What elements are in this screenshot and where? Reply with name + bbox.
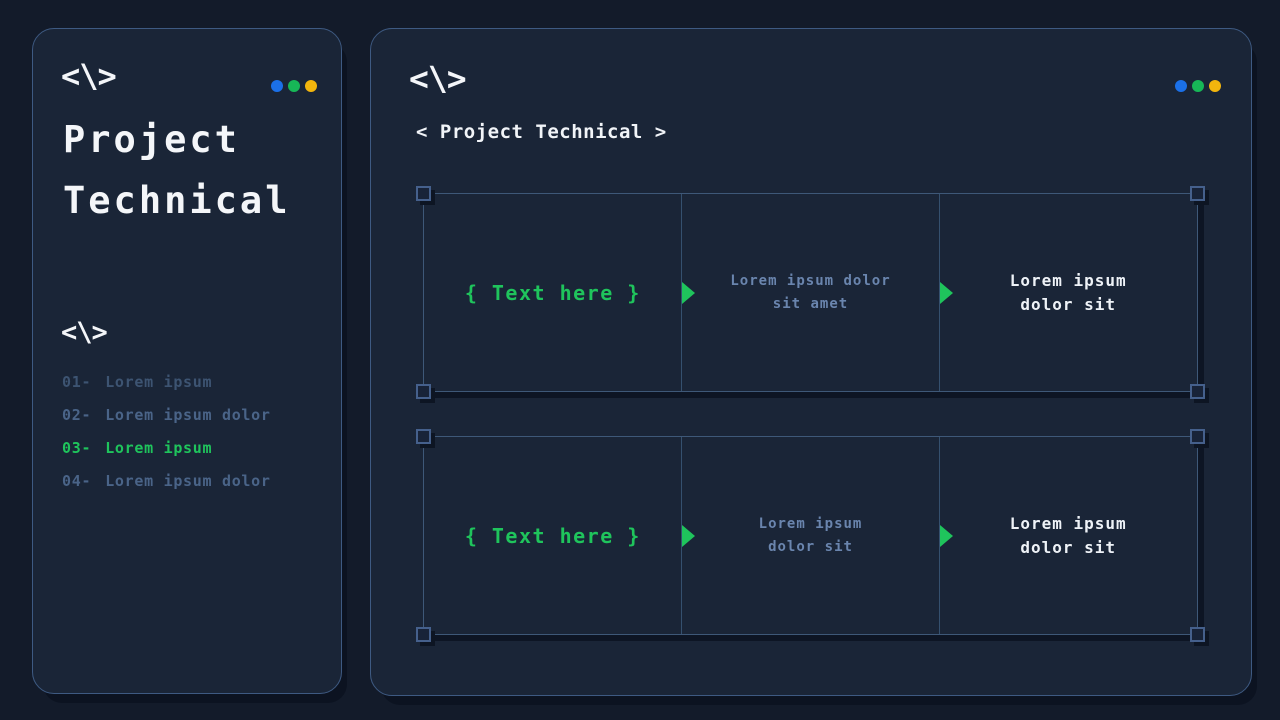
column-divider [939, 194, 940, 391]
resize-handle-top-right[interactable] [1190, 186, 1205, 201]
window-dot-green[interactable] [1192, 80, 1204, 92]
window-dot-blue[interactable] [1175, 80, 1187, 92]
item-number: 04- [62, 471, 92, 490]
item-label: Lorem ipsum dolor [105, 471, 271, 490]
item-label: Lorem ipsum [105, 438, 213, 457]
window-dot-yellow[interactable] [305, 80, 317, 92]
window-dot-green[interactable] [288, 80, 300, 92]
sidebar-menu: 01- Lorem ipsum 02- Lorem ipsum dolor 03… [62, 365, 322, 497]
column-divider [939, 437, 940, 634]
window-dot-yellow[interactable] [1209, 80, 1221, 92]
column-divider [681, 194, 682, 391]
sidebar-item-03-active[interactable]: 03- Lorem ipsum [62, 431, 322, 464]
table-box-2[interactable]: { Text here } Lorem ipsum dolor sit Lore… [416, 429, 1205, 642]
resize-handle-top-left[interactable] [416, 186, 431, 201]
result-cell: Lorem ipsum dolor sit [1009, 513, 1127, 557]
table-box-1[interactable]: { Text here } Lorem ipsum dolor sit amet… [416, 186, 1205, 399]
item-label: Lorem ipsum dolor [105, 405, 271, 424]
column-divider [681, 437, 682, 634]
flow-arrow-icon [682, 524, 695, 547]
code-logo-icon: <\> [61, 57, 117, 95]
text-placeholder-cell[interactable]: { Text here } [464, 280, 641, 305]
flow-arrow-icon [682, 281, 695, 304]
resize-handle-top-left[interactable] [416, 429, 431, 444]
code-logo-icon: <\> [409, 59, 467, 98]
text-placeholder-cell[interactable]: { Text here } [464, 523, 641, 548]
flow-arrow-icon [940, 281, 953, 304]
content-window: <\> < Project Technical > { Text here } … [370, 28, 1252, 696]
window-controls [1175, 80, 1221, 92]
description-cell: Lorem ipsum dolor sit [758, 515, 863, 555]
description-cell: Lorem ipsum dolor sit amet [730, 272, 891, 312]
result-cell: Lorem ipsum dolor sit [1009, 270, 1127, 314]
item-number: 01- [62, 372, 92, 391]
sidebar-window: <\> Project Technical <\> 01- Lorem ipsu… [32, 28, 342, 694]
window-dot-blue[interactable] [271, 80, 283, 92]
page-title: Project Technical [63, 118, 291, 222]
item-label: Lorem ipsum [105, 372, 213, 391]
sidebar-item-01[interactable]: 01- Lorem ipsum [62, 365, 322, 398]
code-section-icon: <\> [61, 317, 108, 348]
item-number: 03- [62, 438, 92, 457]
sidebar-item-04[interactable]: 04- Lorem ipsum dolor [62, 464, 322, 497]
window-controls [271, 80, 317, 92]
resize-handle-bottom-left[interactable] [416, 384, 431, 399]
flow-arrow-icon [940, 524, 953, 547]
resize-handle-bottom-left[interactable] [416, 627, 431, 642]
breadcrumb: < Project Technical > [416, 121, 667, 143]
resize-handle-bottom-right[interactable] [1190, 627, 1205, 642]
sidebar-item-02[interactable]: 02- Lorem ipsum dolor [62, 398, 322, 431]
resize-handle-top-right[interactable] [1190, 429, 1205, 444]
resize-handle-bottom-right[interactable] [1190, 384, 1205, 399]
item-number: 02- [62, 405, 92, 424]
